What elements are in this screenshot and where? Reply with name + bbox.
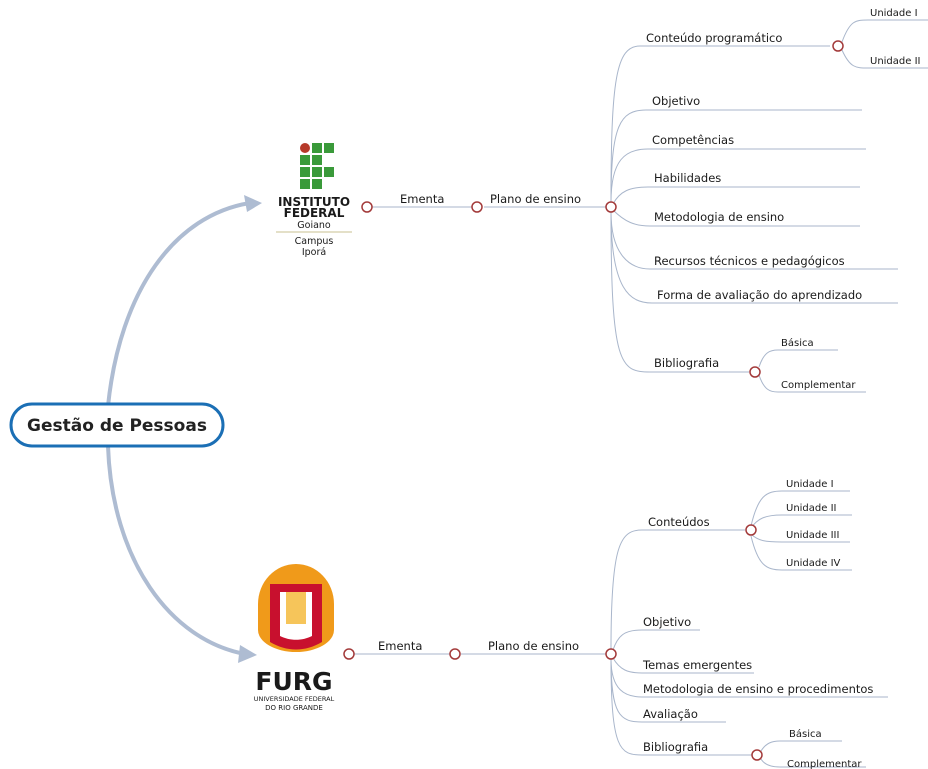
furg-node-conteudos[interactable]: [745, 524, 757, 536]
furg-ementa-label[interactable]: Ementa: [378, 639, 422, 653]
if-item-label[interactable]: Recursos técnicos e pedagógicos: [654, 254, 845, 268]
furg-node-ementa[interactable]: [449, 648, 461, 660]
if-logo-square: [324, 143, 334, 153]
if-bibliografia-label[interactable]: Bibliografia: [654, 356, 719, 370]
furg-conteudos-child[interactable]: Unidade III: [786, 530, 839, 541]
if-node-bibliografia[interactable]: [749, 366, 761, 378]
if-logo-name: INSTITUTO: [278, 195, 350, 209]
if-logo-square: [300, 155, 310, 165]
furg-conteudos-child[interactable]: Unidade I: [786, 479, 834, 490]
if-node-logo[interactable]: [361, 201, 373, 213]
if-logo-square: [300, 179, 310, 189]
furg-nodes: [343, 524, 763, 761]
if-logo-campus: Campus: [295, 236, 334, 247]
if-conteudo-label[interactable]: Conteúdo programático: [646, 31, 782, 45]
furg-node-bibliografia[interactable]: [751, 749, 763, 761]
if-item-label[interactable]: Objetivo: [652, 94, 700, 108]
furg-node-logo[interactable]: [343, 648, 355, 660]
if-item-label[interactable]: Habilidades: [654, 171, 721, 185]
arrow-to-furg: [106, 445, 246, 656]
if-item-label[interactable]: Metodologia de ensino: [654, 210, 784, 224]
furg-bibliografia-child[interactable]: Básica: [789, 728, 822, 740]
furg-logo-name: FURG: [255, 667, 332, 696]
if-bibliografia-child[interactable]: Complementar: [781, 380, 856, 391]
root-label: Gestão de Pessoas: [27, 416, 207, 436]
if-logo-square: [312, 179, 322, 189]
if-logo-square: [312, 167, 322, 177]
furg-labels: Ementa Plano de ensino Conteúdos Unidade…: [378, 479, 873, 769]
furg-item-label[interactable]: Metodologia de ensino e procedimentos: [643, 682, 873, 696]
if-node-ementa[interactable]: [471, 201, 483, 213]
if-node-conteudo[interactable]: [832, 40, 844, 52]
if-labels: Ementa Plano de ensino Conteúdo programá…: [400, 8, 921, 391]
arrowhead-furg: [238, 645, 257, 663]
if-logo-state: Goiano: [297, 220, 331, 231]
if-ementa-label[interactable]: Ementa: [400, 192, 444, 206]
if-logo-city: Iporá: [302, 247, 326, 258]
furg-conteudos-child[interactable]: Unidade IV: [786, 558, 841, 569]
if-logo-square: [324, 167, 334, 177]
if-item-label[interactable]: Forma de avaliação do aprendizado: [657, 288, 862, 302]
furg-item-label[interactable]: Avaliação: [643, 707, 698, 721]
furg-item-label[interactable]: Temas emergentes: [642, 658, 752, 672]
furg-item-label[interactable]: Objetivo: [643, 615, 691, 629]
furg-logo-line2: DO RIO GRANDE: [265, 704, 323, 712]
furg-conteudos-child[interactable]: Unidade II: [786, 503, 837, 514]
furg-logo-line1: UNIVERSIDADE FEDERAL: [254, 695, 335, 703]
if-plano-label[interactable]: Plano de ensino: [490, 192, 581, 206]
if-item-label[interactable]: Competências: [652, 133, 734, 147]
root-node-border: [9, 402, 225, 448]
furg-plano-label[interactable]: Plano de ensino: [488, 639, 579, 653]
furg-bibliografia-child[interactable]: Complementar: [787, 759, 862, 769]
furg-node-plano[interactable]: [605, 648, 617, 660]
if-logo-name2: FEDERAL: [284, 206, 345, 220]
root-node[interactable]: Gestão de Pessoas: [9, 402, 225, 448]
furg-logo: FURG UNIVERSIDADE FEDERAL DO RIO GRANDE: [254, 564, 335, 712]
arrowhead-if: [244, 195, 262, 212]
if-logo-square: [312, 143, 322, 153]
if-node-plano[interactable]: [605, 201, 617, 213]
if-nodes: [361, 40, 844, 378]
arrow-to-if: [106, 201, 251, 407]
root-connectors: [106, 201, 251, 656]
furg-branch-lines: [354, 490, 888, 768]
if-logo-red-dot: [300, 143, 310, 153]
furg-conteudos-label[interactable]: Conteúdos: [648, 515, 710, 529]
if-bibliografia-child[interactable]: Básica: [781, 337, 814, 349]
if-conteudo-child[interactable]: Unidade I: [870, 8, 918, 19]
if-conteudo-child[interactable]: Unidade II: [870, 56, 921, 67]
furg-logo-yellow: [286, 592, 306, 624]
if-goiano-logo: INSTITUTO FEDERAL Goiano Campus Iporá: [276, 143, 352, 258]
if-branch-lines: [372, 19, 928, 393]
if-logo-square: [312, 155, 322, 165]
if-logo-square: [300, 167, 310, 177]
furg-bibliografia-label[interactable]: Bibliografia: [643, 740, 708, 754]
